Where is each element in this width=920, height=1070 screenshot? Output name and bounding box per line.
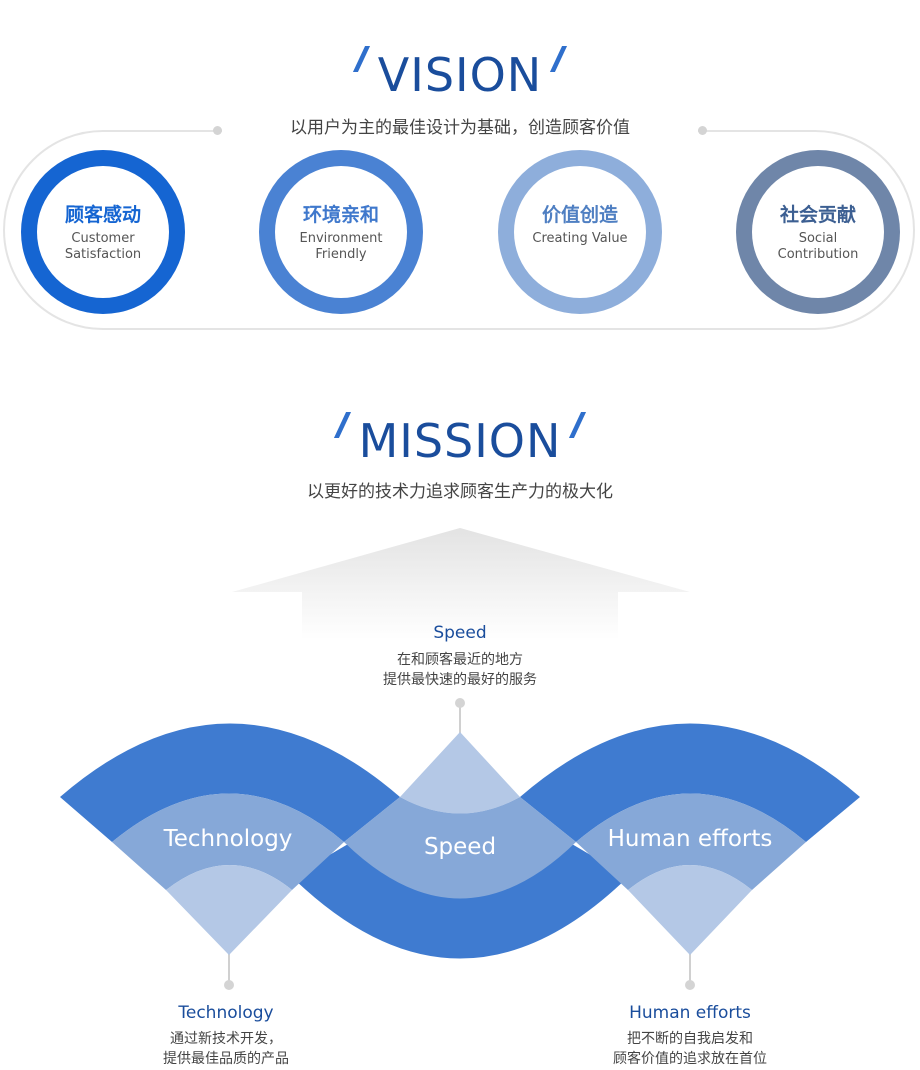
- vision-circle-zh: 环境亲和: [302, 204, 379, 226]
- technology-description: 通过新技术开发， 提供最佳品质的产品: [96, 1029, 356, 1070]
- vision-circle-inner: 顾客感动 Customer Satisfaction: [37, 166, 169, 298]
- human-efforts-title: Human efforts: [629, 1003, 751, 1023]
- human-efforts-desc-line1: 把不断的自我启发和: [627, 1031, 753, 1047]
- vision-track-gap: [222, 124, 698, 138]
- vision-circle-en: Creating Value: [532, 230, 628, 246]
- wave-band-center-mid: [344, 797, 576, 899]
- mission-title-text: MISSION: [358, 414, 562, 468]
- wave-band-right-mid: [576, 793, 806, 890]
- speed-description: 在和顾客最近的地方 提供最快速的最好的服务: [330, 650, 590, 691]
- vision-circle-en: Social Contribution: [777, 230, 859, 262]
- vision-title-text: VISION: [377, 48, 543, 102]
- speed-desc-line1: 在和顾客最近的地方: [397, 652, 523, 668]
- vision-circle-zh: 顾客感动: [64, 204, 141, 226]
- growth-arrow: [232, 528, 690, 640]
- wave-band-left-outer: [60, 723, 400, 842]
- technology-desc-line2: 提供最佳品质的产品: [163, 1051, 289, 1068]
- wave-band-center-top: [400, 732, 520, 814]
- speed-desc-line2: 提供最快速的最好的服务: [383, 672, 537, 689]
- human-efforts-description: 把不断的自我启发和 顾客价值的追求放在首位: [560, 1029, 820, 1070]
- vision-circle-customer-satisfaction: 顾客感动 Customer Satisfaction: [21, 150, 185, 314]
- vision-circle-environment-friendly: 环境亲和 Environment Friendly: [259, 150, 423, 314]
- vision-circle-creating-value: 价值创造 Creating Value: [498, 150, 662, 314]
- track-dot-left: [213, 126, 222, 135]
- connector-dot-technology: [224, 980, 234, 990]
- connector-dot-speed: [455, 698, 465, 708]
- wave-label-human-efforts: Human efforts: [607, 826, 773, 852]
- wave-band-right-outer: [520, 723, 860, 842]
- speed-title: Speed: [433, 623, 487, 643]
- vision-circle-inner: 社会贡献 Social Contribution: [752, 166, 884, 298]
- vision-circle-inner: 价值创造 Creating Value: [514, 166, 646, 298]
- vision-circle-en: Customer Satisfaction: [64, 230, 142, 262]
- wave-band-left-core: [166, 865, 292, 955]
- connector-dot-human: [685, 980, 695, 990]
- vision-circle-en: Environment Friendly: [299, 230, 383, 262]
- vision-circle-zh: 价值创造: [541, 204, 618, 226]
- mission-title: MISSION: [0, 412, 920, 464]
- wave-band-right-core: [628, 865, 752, 955]
- wave-label-speed: Speed: [423, 834, 497, 860]
- wave-band-left-mid: [112, 793, 344, 890]
- vision-subtitle: 以用户为主的最佳设计为基础，创造顾客价值: [290, 118, 630, 138]
- human-efforts-desc-line2: 顾客价值的追求放在首位: [613, 1051, 767, 1068]
- vision-title: VISION: [0, 46, 920, 98]
- mission-subtitle: 以更好的技术力追求顾客生产力的极大化: [307, 482, 613, 502]
- vision-circle-inner: 环境亲和 Environment Friendly: [275, 166, 407, 298]
- track-dot-right: [698, 126, 707, 135]
- technology-desc-line1: 通过新技术开发，: [170, 1031, 282, 1047]
- vision-circle-zh: 社会贡献: [779, 204, 856, 226]
- technology-title: Technology: [178, 1003, 274, 1023]
- vision-circle-social-contribution: 社会贡献 Social Contribution: [736, 150, 900, 314]
- wave-label-technology: Technology: [163, 826, 293, 852]
